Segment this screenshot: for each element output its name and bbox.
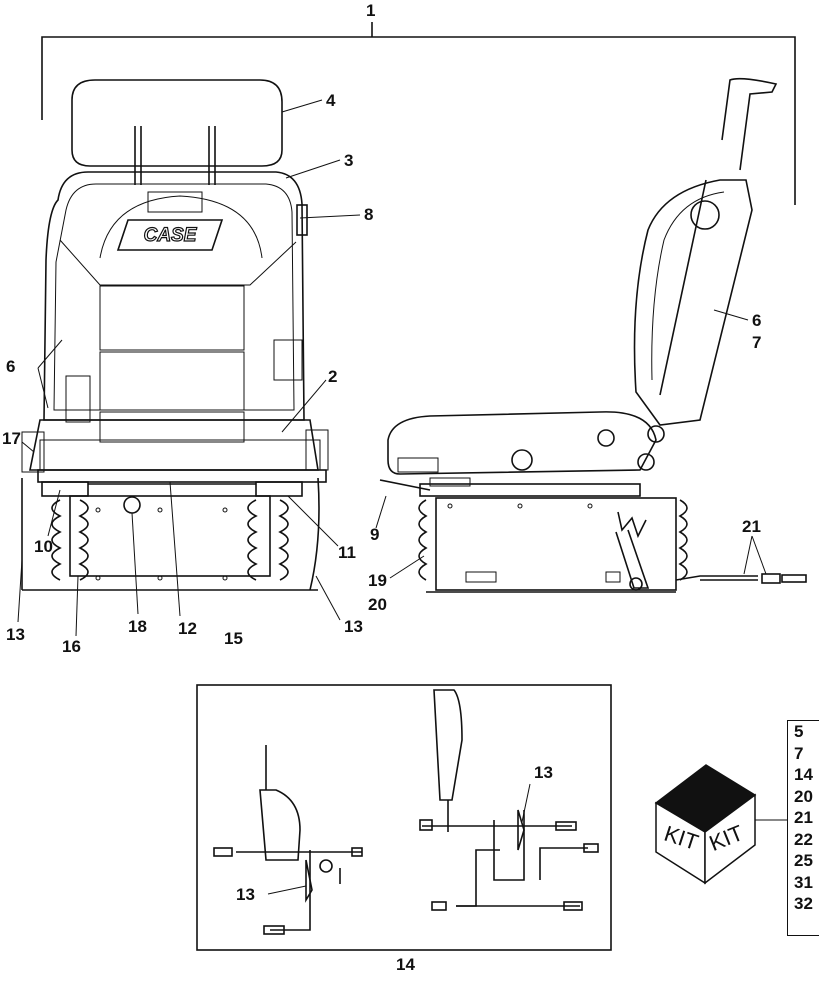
kit-item: 25 [794,851,813,870]
callout-15: 15 [224,629,243,648]
adjust-lever [379,479,431,491]
callout-16: 16 [62,637,81,656]
kit-item: 32 [794,894,813,913]
assembly-bracket [41,22,796,205]
callout-8: 8 [364,205,373,224]
kit-item: 14 [794,765,813,784]
callout-13-front-right: 13 [344,617,363,636]
callout-2: 2 [328,367,337,386]
callout-18: 18 [128,617,147,636]
callout-1: 1 [366,1,375,20]
seat-side-view [379,77,807,593]
leader-lines [17,99,767,637]
callout-19: 19 [368,571,387,590]
callout-13-front-left: 13 [6,625,25,644]
case-logo: CASE [144,225,198,246]
inset-right-assembly [419,689,599,911]
side-cushion [387,411,657,475]
kit-item: 22 [794,829,813,849]
kit-item: 20 [794,786,813,806]
kit-cube-icon [654,764,787,885]
bellows-left [51,499,62,581]
bellows-right [247,499,258,581]
suspension-base [69,495,271,577]
kit-item: 31 [794,872,813,892]
callout-7: 7 [752,333,761,352]
callout-13-inset-left: 13 [236,885,255,904]
kit-item: 5 [794,722,804,741]
callout-9: 9 [370,525,379,544]
callout-14: 14 [396,955,415,974]
headrest [71,79,283,167]
backrest [43,171,305,421]
callout-6-front: 6 [6,357,15,376]
side-backrest [633,179,753,426]
inset-box [196,684,612,951]
side-suspension-base [435,497,677,591]
cable-harness [675,575,758,581]
kit-contents-list: 5 7 14 20 21 22 25 31 32 [787,720,819,936]
callout-17: 17 [2,429,21,448]
callout-11: 11 [338,543,356,562]
callout-6-side: 6 [752,311,761,330]
callout-13-inset-right: 13 [534,763,553,782]
callout-4: 4 [326,91,336,110]
kit-item: 21 [794,808,813,827]
kit-item: 7 [794,743,804,763]
seat-cushion [29,419,319,471]
callout-3: 3 [344,151,353,170]
callout-20: 20 [368,595,387,614]
callout-10: 10 [34,537,53,556]
inset-left-assembly [213,745,363,935]
side-headrest [721,77,778,171]
callout-12: 12 [178,619,197,638]
callout-21: 21 [742,517,761,536]
seat-front-view: CASE [21,79,329,591]
